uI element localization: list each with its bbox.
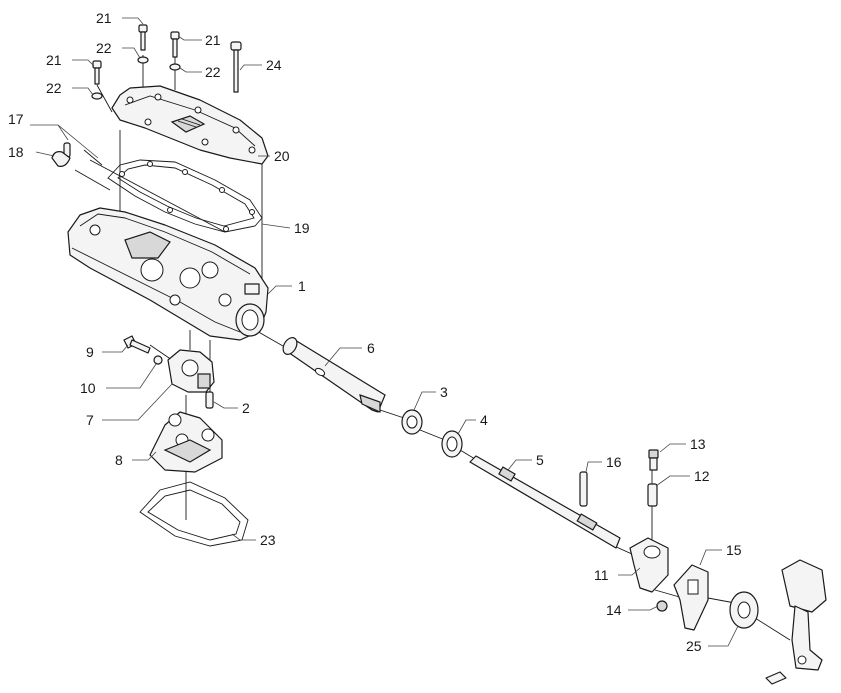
label-4: 4	[480, 412, 488, 428]
label-6: 6	[367, 340, 375, 356]
label-21-c: 21	[46, 52, 62, 68]
label-14: 14	[606, 602, 622, 618]
sleeve-6	[282, 337, 386, 413]
label-21-a: 21	[96, 10, 112, 26]
label-12: 12	[694, 468, 710, 484]
bolt-9	[123, 335, 151, 354]
bolt-21-b	[170, 31, 180, 58]
washer-22-b	[169, 63, 181, 71]
clip-18	[51, 151, 71, 167]
bolt-21-c	[92, 60, 102, 85]
label-23: 23	[260, 532, 276, 548]
label-3: 3	[440, 384, 448, 400]
sleeve-12	[647, 483, 658, 507]
label-25: 25	[686, 638, 702, 654]
pin-16	[579, 471, 588, 507]
label-21-b: 21	[205, 32, 221, 48]
label-22-c: 22	[46, 80, 62, 96]
washer-22-a	[137, 56, 149, 64]
label-7: 7	[86, 412, 94, 428]
label-17: 17	[8, 111, 24, 127]
long-bolt-24	[230, 41, 242, 93]
part-labels: 21 22 21 22 21 22 24 17 18 20 19 1 6 9 1…	[8, 10, 742, 654]
bearing-3	[401, 409, 423, 435]
gasket-23	[139, 481, 249, 547]
label-22-b: 22	[205, 64, 221, 80]
label-24: 24	[266, 57, 282, 73]
label-20: 20	[274, 148, 290, 164]
lever-11	[629, 537, 669, 593]
dowel-pin-2	[205, 391, 214, 409]
bracket-7	[167, 349, 215, 393]
fork-15	[673, 564, 709, 631]
leader-lines	[30, 17, 739, 647]
gear-lever-assembly	[765, 559, 827, 685]
nut-14	[656, 600, 668, 612]
label-10: 10	[80, 380, 96, 396]
spring-pin-17	[63, 142, 103, 166]
label-16: 16	[606, 454, 622, 470]
label-22-a: 22	[96, 40, 112, 56]
label-9: 9	[86, 344, 94, 360]
screw-13	[648, 449, 659, 471]
label-19: 19	[294, 220, 310, 236]
bolt-21-a	[138, 24, 148, 51]
label-11: 11	[594, 567, 609, 583]
cover-plate-20	[111, 85, 269, 165]
washer-22-c	[91, 92, 103, 100]
label-2: 2	[242, 400, 250, 416]
gearbox-housing-1	[67, 207, 269, 341]
washer-10	[153, 355, 163, 365]
seal-4	[441, 430, 463, 458]
label-18: 18	[8, 144, 24, 160]
plate-8	[149, 411, 223, 473]
label-13: 13	[690, 436, 706, 452]
bushing-25	[729, 591, 759, 629]
shaft-5	[469, 455, 621, 549]
label-15: 15	[726, 542, 742, 558]
label-5: 5	[536, 452, 544, 468]
label-8: 8	[115, 452, 123, 468]
gasket-19	[107, 159, 263, 233]
label-1: 1	[298, 278, 306, 294]
